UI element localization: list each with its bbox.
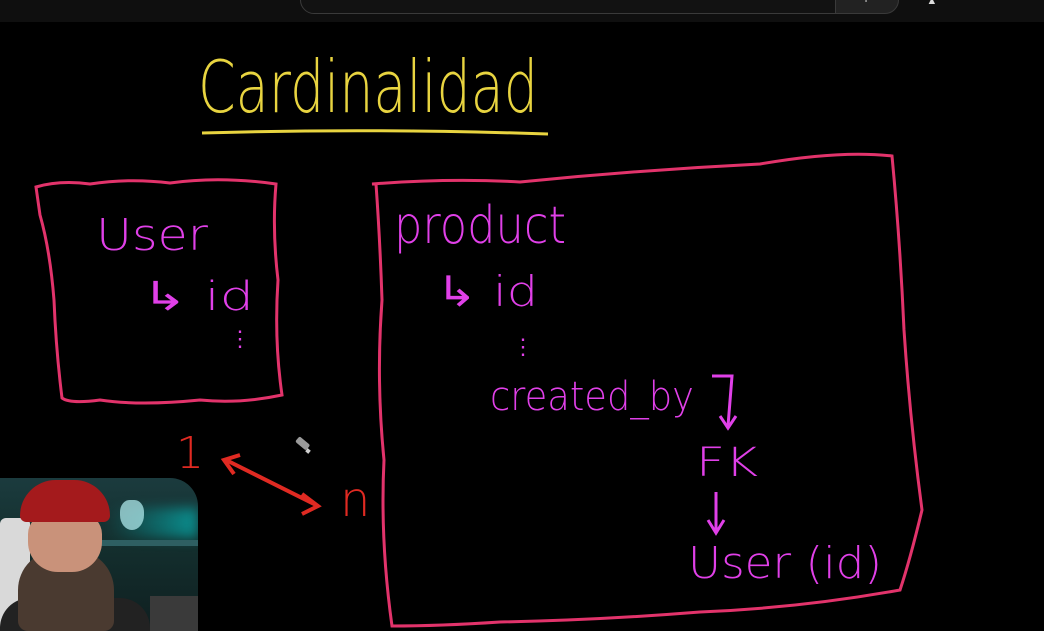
- presenter-face: [28, 514, 102, 572]
- desk: [150, 596, 198, 631]
- relationship-arrowhead-right: [300, 492, 322, 516]
- fk-label: FK: [696, 440, 758, 486]
- user-more-fields: ⋮: [229, 327, 251, 352]
- user-id-field: ↳ id: [142, 274, 254, 320]
- board-title: Cardinalidad: [198, 45, 538, 129]
- pen-cursor-icon: [295, 437, 311, 454]
- relationship-arrowhead-left: [220, 453, 241, 476]
- background-shelf: [96, 540, 198, 546]
- fk-reference: User (id): [688, 538, 882, 589]
- webcam-overlay: [0, 478, 198, 631]
- product-entity-name: product: [394, 196, 566, 256]
- menu-icon[interactable]: ▲: [928, 0, 940, 4]
- user-entity-name: User: [96, 210, 209, 261]
- background-mask-decoration: [120, 500, 144, 530]
- created-by-arrowhead: [718, 415, 738, 431]
- search-icon: ⚲: [862, 0, 872, 2]
- relationship-line: [225, 458, 317, 507]
- fk-arrowhead: [706, 519, 726, 536]
- product-id-field: ↳ id: [436, 267, 538, 316]
- top-bar: ⚲ ▲: [0, 0, 1044, 22]
- created-by-arrow: [712, 374, 734, 427]
- cardinality-one: 1: [176, 428, 204, 479]
- created-by-field: created_by: [490, 374, 694, 420]
- title-underline: [201, 129, 549, 136]
- product-entity-box: [371, 152, 924, 628]
- user-entity-box: [34, 178, 284, 405]
- cardinality-n: n: [340, 472, 370, 528]
- presenter-cap: [20, 480, 110, 522]
- product-more-fields: ⋮: [512, 335, 534, 360]
